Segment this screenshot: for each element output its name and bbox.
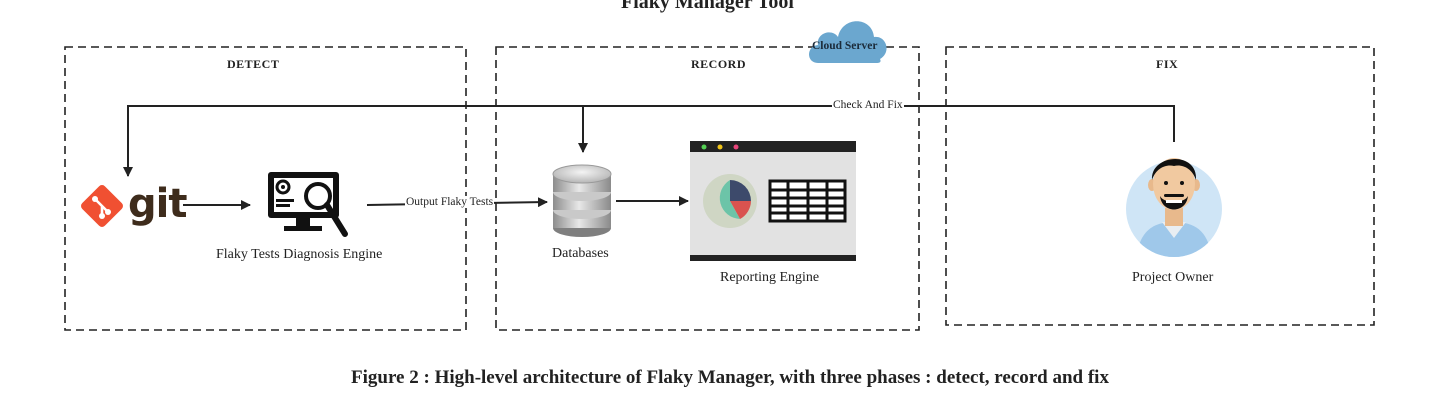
reporting-engine-label: Reporting Engine <box>720 270 820 285</box>
check-and-fix-label: Check And Fix <box>832 99 904 111</box>
detect-phase-label: DETECT <box>227 57 280 71</box>
cloud-server-label: Cloud Server <box>812 40 878 52</box>
project-owner-label: Project Owner <box>1132 270 1214 285</box>
figure-caption: Figure 2 : High-level architecture of Fl… <box>351 367 1109 388</box>
person-avatar-icon <box>1126 158 1222 257</box>
record-phase-box <box>495 46 920 331</box>
output-flaky-tests-label: Output Flaky Tests <box>405 196 495 208</box>
git-logo-text: git <box>128 181 187 227</box>
databases-label: Databases <box>552 246 609 261</box>
fix-phase-label: FIX <box>1156 57 1179 71</box>
monitor-search-icon <box>268 172 348 237</box>
detect-phase-box <box>64 46 467 331</box>
diagnosis-engine-label: Flaky Tests Diagnosis Engine <box>216 247 383 262</box>
fix-phase-box <box>945 46 1375 326</box>
record-phase-label: RECORD <box>691 57 747 71</box>
check-and-fix-connector <box>123 105 1175 177</box>
git-logo-icon <box>81 185 123 227</box>
diagram-title: Flaky Manager Tool <box>621 0 794 13</box>
cloud-icon <box>809 21 887 63</box>
database-icon <box>552 164 612 237</box>
dashboard-screen-icon <box>690 141 856 261</box>
